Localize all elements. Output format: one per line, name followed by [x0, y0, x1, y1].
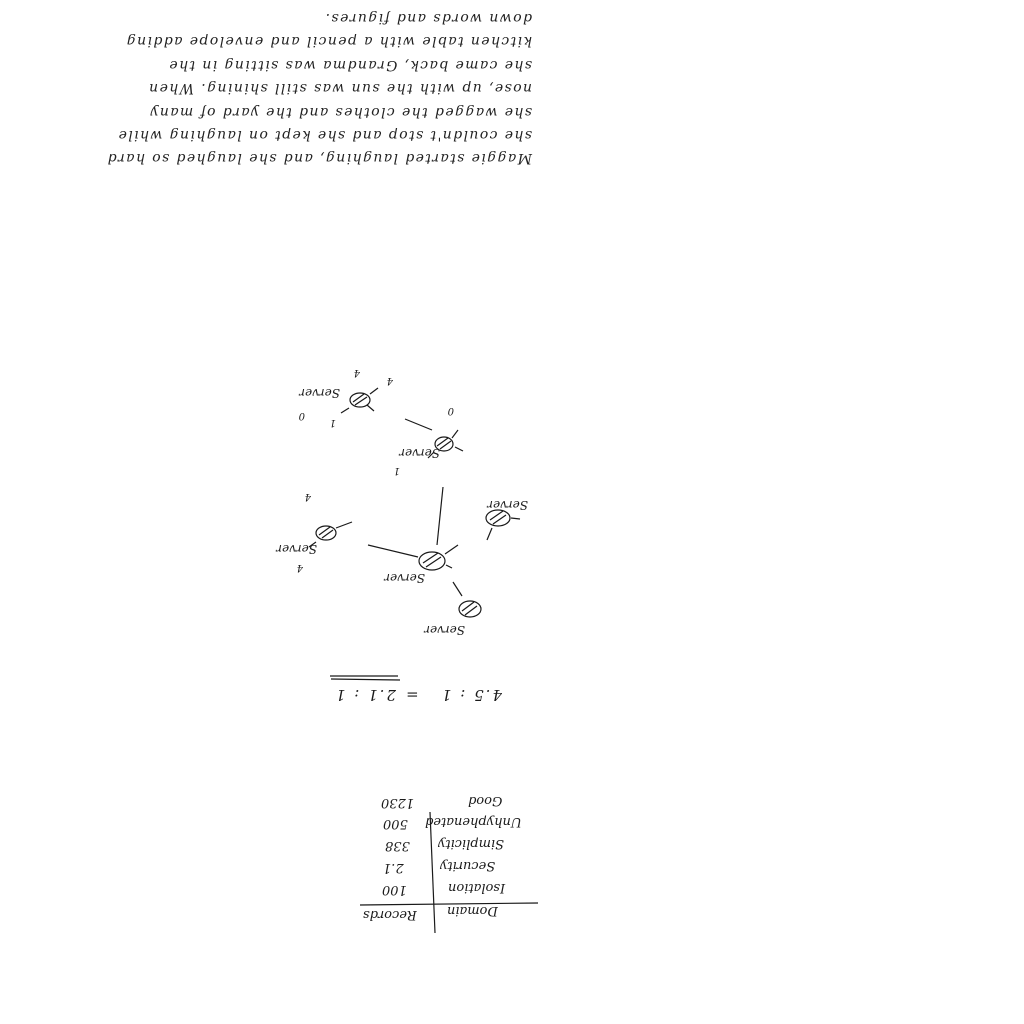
node-mark: 4: [354, 367, 361, 378]
node-mark: 4: [297, 562, 304, 573]
node-label: Server: [423, 623, 465, 637]
table-cell-value: 1230: [381, 795, 415, 810]
table-cell-domain: Security: [440, 858, 496, 873]
server-node: [418, 544, 459, 571]
node-label: Server: [398, 446, 440, 460]
connector-line: [452, 581, 463, 597]
node-label: Server: [486, 498, 528, 512]
server-node: [340, 387, 379, 414]
formula-underline: [330, 678, 401, 681]
node-mark: 4: [387, 375, 394, 386]
table-header-records: Records: [363, 907, 417, 922]
server-node: [427, 429, 464, 459]
formula-left: 2.1 : 1: [334, 686, 396, 704]
formula-operator: =: [406, 686, 419, 704]
table-cell-value: 100: [382, 882, 407, 897]
node-mark: 0: [298, 410, 305, 421]
formula-right: 4.5 : 1: [440, 686, 502, 704]
connector-line: [367, 544, 419, 558]
node-label: Server: [298, 386, 340, 400]
table-cell-domain: Isolation: [448, 880, 506, 895]
table-header-domain: Domain: [447, 903, 498, 918]
connector-line: [404, 418, 433, 431]
connector-line: [436, 486, 444, 546]
table-cell-domain: Unhyphenated: [425, 814, 522, 829]
node-mark: 1: [394, 465, 400, 476]
table-cell-domain: Simplicity: [438, 836, 505, 851]
server-node: [458, 600, 482, 618]
node-marks: 4 4 1 0 0 1 4 4: [297, 367, 454, 573]
node-mark: 1: [330, 417, 336, 428]
table-column-divider: [429, 811, 436, 934]
table-cell-value: 500: [383, 816, 408, 831]
table-cell-value: 2.1: [383, 860, 404, 875]
node-label: Server: [275, 542, 317, 556]
node-mark: 4: [305, 491, 312, 502]
node-mark: 0: [447, 405, 454, 416]
server-node: [485, 509, 521, 541]
table-cell-domain: Good: [468, 793, 503, 808]
node-labels: Server Server Server Server Server Serve…: [275, 386, 528, 637]
node-label: Server: [383, 571, 425, 585]
table-cell-value: 338: [385, 838, 410, 853]
table-header-rule: [359, 902, 539, 906]
server-node: [308, 521, 353, 548]
